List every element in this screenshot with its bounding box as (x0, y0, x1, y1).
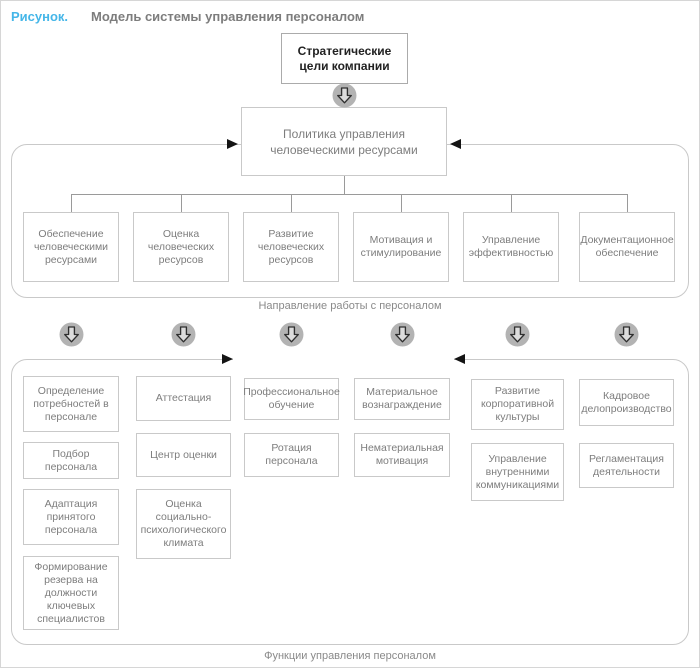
function-box: Определение потребностей в персонале (23, 376, 119, 432)
connector-line (71, 194, 72, 212)
function-box: Центр оценки (136, 433, 231, 477)
direction-box: Управление эффективностью (463, 212, 559, 282)
function-box: Регламентация деятельности (579, 443, 674, 488)
functions-label: Функции управления персоналом (264, 650, 436, 662)
function-box: Материальное вознаграждение (354, 378, 450, 420)
function-box: Развитие корпоративной культуры (471, 379, 564, 430)
direction-box: Обеспечение человеческими ресурсами (23, 212, 119, 282)
function-box: Управление внутренними коммуникациями (471, 443, 564, 501)
direction-box: Развитие человеческих ресурсов (243, 212, 339, 282)
arrowhead-right-icon (227, 139, 238, 149)
connector-line (71, 194, 627, 195)
connector-line (344, 176, 345, 195)
function-box: Кадровое делопроизводство (579, 379, 674, 426)
connector-line (181, 194, 182, 212)
down-arrow-icon (332, 83, 357, 108)
function-box: Нематериальная мотивация (354, 433, 450, 477)
down-arrow-icon (505, 322, 530, 347)
direction-box: Оценка человеческих ресурсов (133, 212, 229, 282)
arrowhead-left-icon (450, 139, 461, 149)
page-title: Модель системы управления персоналом (91, 9, 365, 24)
direction-box: Документационное обеспечение (579, 212, 675, 282)
directions-label: Направление работы с персоналом (258, 300, 442, 312)
function-box: Профессиональное обучение (243, 378, 340, 420)
function-box: Оценка социально-психологического климат… (136, 489, 231, 559)
down-arrow-icon (59, 322, 84, 347)
figure-label: Рисунок. (11, 9, 69, 24)
down-arrow-icon (614, 322, 639, 347)
arrowhead-left-icon (454, 354, 465, 364)
down-arrow-icon (171, 322, 196, 347)
strategic-goals-box: Стратегические цели компании (281, 33, 408, 84)
function-box: Формирование резерва на должности ключев… (23, 556, 119, 630)
connector-line (291, 194, 292, 212)
direction-box: Мотивация и стимулирование (353, 212, 449, 282)
border-gap-mask (233, 357, 454, 361)
connector-line (401, 194, 402, 212)
function-box: Аттестация (136, 376, 231, 421)
function-box: Ротация персонала (244, 433, 339, 477)
connector-line (511, 194, 512, 212)
arrowhead-right-icon (222, 354, 233, 364)
down-arrow-icon (390, 322, 415, 347)
policy-box: Политика управления человеческими ресурс… (241, 107, 447, 176)
function-box: Подбор персонала (23, 442, 119, 479)
connector-line (627, 194, 628, 212)
down-arrow-icon (279, 322, 304, 347)
function-box: Адаптация принятого персонала (23, 489, 119, 545)
